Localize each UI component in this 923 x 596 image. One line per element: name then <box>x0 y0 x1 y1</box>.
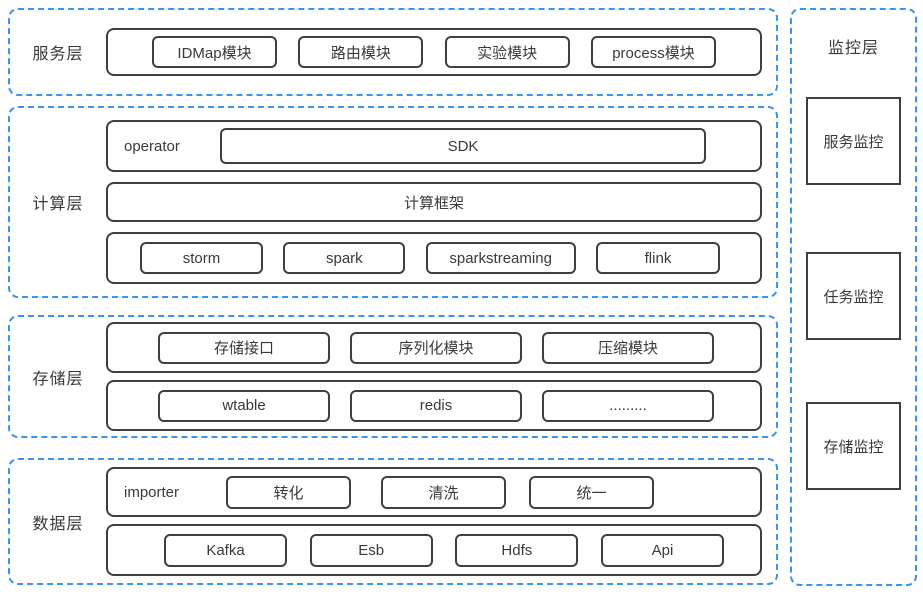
compression-module-box: 压缩模块 <box>542 331 714 364</box>
service-module-idmap: IDMap模块 <box>152 36 277 68</box>
engine-flink: flink <box>595 242 720 274</box>
store-wtable: wtable <box>158 389 330 422</box>
compute-layer-content: operator SDK 计算框架 storm spark sparkstrea… <box>106 108 776 296</box>
store-redis: redis <box>350 389 522 422</box>
compute-engines-bar: storm spark sparkstreaming flink <box>106 232 762 284</box>
compute-framework-bar: 计算框架 <box>106 182 762 222</box>
step-transform: 转化 <box>226 475 351 509</box>
data-layer-content: importer 转化 清洗 统一 Kafka Esb Hdfs Api <box>106 460 776 583</box>
service-layer-label: 服务层 <box>32 46 84 63</box>
storage-interfaces-bar: 存储接口 序列化模块 压缩模块 <box>106 322 762 373</box>
sdk-box: SDK <box>220 128 706 164</box>
storage-monitor-box: 存储监控 <box>806 402 901 490</box>
storage-layer: 存储层 存储接口 序列化模块 压缩模块 wtable redis .......… <box>8 315 778 438</box>
storage-layer-content: 存储接口 序列化模块 压缩模块 wtable redis ......... <box>106 317 776 436</box>
monitoring-layer: 监控层 服务监控 任务监控 存储监控 <box>790 8 917 586</box>
service-module-routing: 路由模块 <box>298 36 424 68</box>
compute-layer: 计算层 operator SDK 计算框架 storm spark sparks… <box>8 106 778 298</box>
importer-bar: importer 转化 清洗 统一 <box>106 467 762 517</box>
store-ellipsis: ......... <box>542 389 714 422</box>
service-module-process: process模块 <box>590 36 716 68</box>
storage-stores-bar: wtable redis ......... <box>106 380 762 431</box>
operator-bar: operator SDK <box>106 120 762 172</box>
monitoring-layer-label: 监控层 <box>827 40 879 57</box>
source-hdfs: Hdfs <box>455 533 579 567</box>
data-sources-bar: Kafka Esb Hdfs Api <box>106 524 762 576</box>
data-layer: 数据层 importer 转化 清洗 统一 Kafka Esb Hdfs Api <box>8 458 778 585</box>
step-unify: 统一 <box>529 475 654 509</box>
serialization-module-box: 序列化模块 <box>350 331 522 364</box>
source-esb: Esb <box>309 533 433 567</box>
storage-interface-box: 存储接口 <box>158 331 330 364</box>
storage-layer-label: 存储层 <box>32 370 84 388</box>
service-modules-bar: IDMap模块 路由模块 实验模块 process模块 <box>106 28 762 76</box>
source-kafka: Kafka <box>164 533 287 567</box>
service-layer: 服务层 IDMap模块 路由模块 实验模块 process模块 <box>8 8 778 96</box>
engine-storm: storm <box>140 242 263 274</box>
engine-sparkstreaming: sparkstreaming <box>425 242 576 274</box>
data-layer-label: 数据层 <box>32 515 84 533</box>
operator-label: operator <box>124 137 180 155</box>
source-api: Api <box>600 533 724 567</box>
service-monitor-box: 服务监控 <box>806 97 901 185</box>
step-clean: 清洗 <box>381 475 506 509</box>
importer-label: importer <box>124 483 180 501</box>
service-layer-content: IDMap模块 路由模块 实验模块 process模块 <box>106 10 776 94</box>
compute-layer-label: 计算层 <box>32 196 84 213</box>
service-module-experiment: 实验模块 <box>444 36 570 68</box>
task-monitor-box: 任务监控 <box>806 252 901 340</box>
engine-spark: spark <box>283 242 406 274</box>
